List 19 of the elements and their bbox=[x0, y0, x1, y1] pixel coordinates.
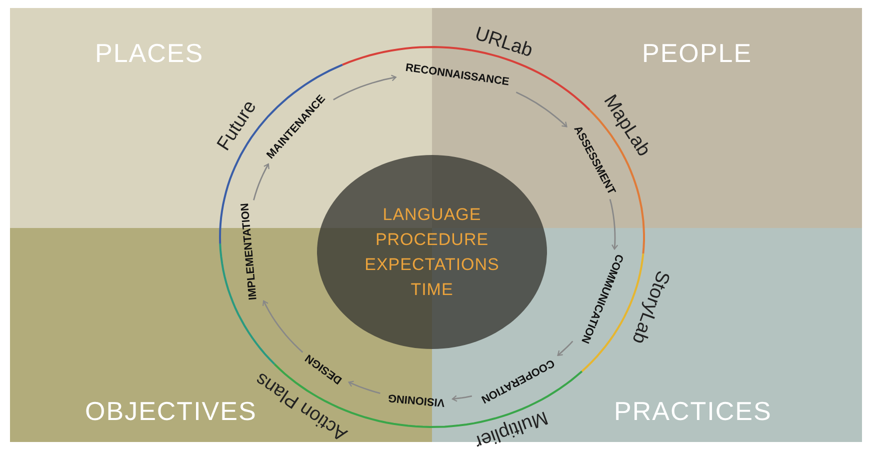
quadrant-title: PRACTICES bbox=[614, 396, 772, 426]
chevron-arrow bbox=[452, 395, 472, 402]
chevron-arrow bbox=[557, 340, 574, 356]
quadrant-title: PLACES bbox=[95, 38, 204, 68]
chevron-arrow bbox=[333, 74, 396, 100]
center-text: TIME bbox=[410, 279, 454, 301]
chevron-arrow bbox=[348, 380, 380, 394]
quadrant-title: PEOPLE bbox=[642, 38, 752, 68]
chevron-arrow bbox=[262, 300, 304, 353]
ring-label: URLab bbox=[472, 23, 536, 63]
quadrant-title: OBJECTIVES bbox=[85, 396, 257, 426]
center-text: EXPECTATIONS bbox=[364, 254, 500, 276]
chevron-arrow bbox=[253, 163, 270, 200]
stage-label: VISIONING bbox=[387, 390, 445, 408]
stage-label: IMPLEMENTATION bbox=[239, 202, 261, 300]
center-text: LANGUAGE bbox=[382, 204, 482, 226]
chevron-arrow bbox=[516, 92, 568, 128]
chevron-arrow bbox=[609, 199, 618, 250]
center-text: PROCEDURE bbox=[375, 229, 489, 251]
